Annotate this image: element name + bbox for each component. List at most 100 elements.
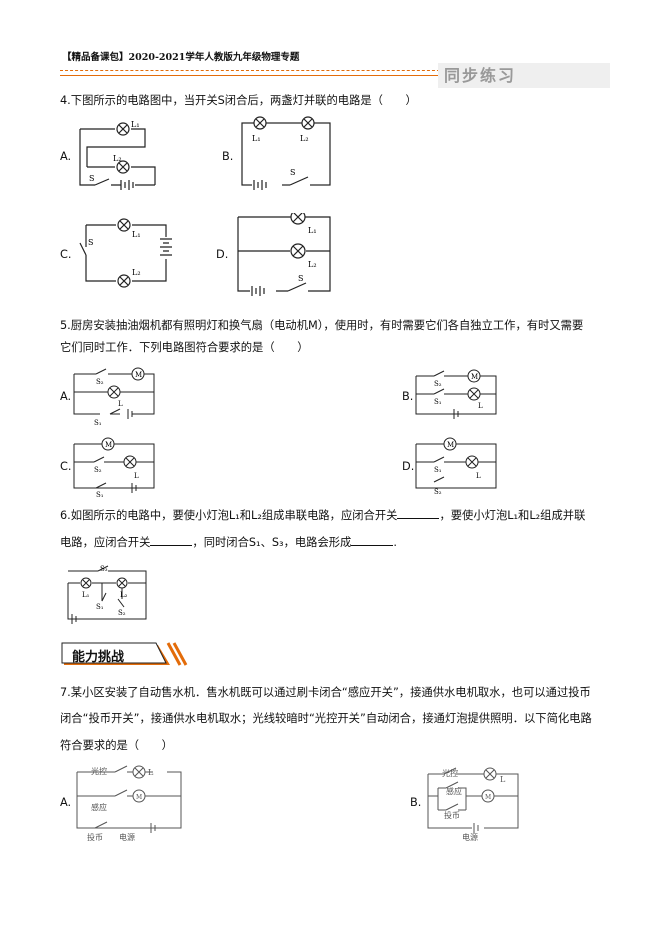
switch-icon <box>101 583 107 602</box>
svg-text:S₂: S₂ <box>118 609 126 617</box>
svg-text:S₂: S₂ <box>434 488 442 496</box>
svg-text:L₁: L₁ <box>82 591 90 599</box>
svg-text:L₁: L₁ <box>131 120 140 129</box>
svg-text:L: L <box>134 472 139 480</box>
lamp-icon <box>116 122 130 136</box>
battery-icon <box>131 483 137 493</box>
motor-icon <box>467 369 481 383</box>
q6-blank-1[interactable] <box>397 506 440 519</box>
svg-text:S₁: S₁ <box>434 398 442 406</box>
q6-line2: 电路，应闭合开关，同时闭合S₁、S₃，电路会形成. <box>60 530 397 556</box>
svg-text:L₂: L₂ <box>300 134 309 143</box>
q6-circuit: S₃ L₁ L₂ S₁ S₂ <box>67 565 147 624</box>
section-tag: 同步练习 <box>438 63 610 88</box>
svg-text:S: S <box>290 168 295 177</box>
switch-icon <box>94 821 108 829</box>
q7-line3: 符合要求的是（ ） <box>60 739 173 752</box>
lamp-icon <box>117 274 131 288</box>
switch-icon <box>114 765 128 773</box>
battery-icon <box>251 286 265 296</box>
switch-icon <box>114 789 128 797</box>
svg-text:L₁: L₁ <box>252 134 261 143</box>
switch-icon <box>287 282 307 292</box>
q7-line1: 7.某小区安装了自动售水机．售水机既可以通过刷卡闭合“感应开关”，接通供水电机取… <box>60 686 591 699</box>
svg-text:电源: 电源 <box>462 832 478 842</box>
battery-icon <box>120 180 134 190</box>
svg-text:L₂: L₂ <box>113 154 122 163</box>
switch-icon <box>433 370 445 395</box>
svg-text:L₁: L₁ <box>132 230 141 239</box>
q4-circuit-a: L₁ L₂ S <box>79 120 156 190</box>
svg-text:S₂: S₂ <box>434 380 442 388</box>
svg-text:M: M <box>485 794 491 801</box>
battery-icon <box>71 614 77 624</box>
svg-text:L₂: L₂ <box>120 591 128 599</box>
q6-blank-2[interactable] <box>150 533 193 546</box>
svg-text:S₁: S₁ <box>96 603 104 611</box>
section-title: 能力挑战 <box>72 650 125 665</box>
q4-option-d: D. <box>216 248 229 261</box>
svg-text:S₂: S₂ <box>96 378 104 386</box>
section-banner <box>61 642 188 666</box>
svg-text:投币: 投币 <box>444 810 460 820</box>
svg-text:S₁: S₁ <box>94 419 102 426</box>
svg-text:L: L <box>476 472 481 480</box>
battery-icon <box>127 409 133 419</box>
motor-icon <box>101 437 115 451</box>
q5-line2: 它们同时工作．下列电路图符合要求的是（ ） <box>60 341 309 354</box>
q6-blank-3[interactable] <box>351 533 394 546</box>
svg-text:L: L <box>148 768 154 777</box>
q5-circuit-d: M S₁ L S₂ <box>415 437 497 496</box>
q4-option-a: A. <box>60 150 72 163</box>
q4-circuit-b: L₁ L₂ S <box>241 116 331 191</box>
switch-icon <box>97 565 109 572</box>
q4-circuit-c: L₁ L₂ S <box>79 218 172 288</box>
q4-circuit-d: L₁ L₂ S <box>237 213 331 297</box>
q7-option-b: B. <box>410 796 422 809</box>
svg-text:感应: 感应 <box>446 786 462 796</box>
battery-icon <box>453 409 459 419</box>
switch-icon <box>445 803 459 811</box>
svg-text:M: M <box>136 794 142 801</box>
battery-icon <box>473 823 479 833</box>
svg-text:S: S <box>88 238 93 247</box>
svg-text:光控: 光控 <box>442 768 458 778</box>
q4-option-c: C. <box>60 248 72 261</box>
svg-text:S: S <box>298 274 303 283</box>
q7-circuit-b: 光控 L 感应 M 投币 电源 <box>427 767 519 842</box>
q5-option-c: C. <box>60 460 72 473</box>
q4-stem: 4.下图所示的电路图中，当开关S闭合后，两盏灯并联的电路是（ ） <box>60 94 417 107</box>
switch-icon <box>445 781 459 789</box>
svg-text:S₂: S₂ <box>94 466 102 474</box>
switch-icon <box>433 476 445 483</box>
switch-icon <box>79 242 87 256</box>
switch-icon <box>94 178 110 186</box>
svg-text:L: L <box>500 775 506 784</box>
q4-option-b: B. <box>222 150 234 163</box>
svg-text:L₂: L₂ <box>308 260 317 269</box>
switch-icon <box>443 767 457 775</box>
svg-text:L: L <box>478 402 483 410</box>
battery-icon <box>160 238 172 256</box>
svg-text:S₁: S₁ <box>434 466 442 474</box>
header-divider <box>60 70 445 71</box>
svg-text:L: L <box>118 400 123 408</box>
battery-icon <box>253 180 267 190</box>
svg-text:S₃: S₃ <box>100 565 108 573</box>
svg-text:M: M <box>447 441 454 449</box>
motor-icon <box>481 789 495 803</box>
q6-line1: 6.如图所示的电路中，要使小灯泡L₁和L₂组成串联电路，应闭合开关，要使小灯泡L… <box>60 503 585 529</box>
switch-icon <box>117 598 125 608</box>
switch-icon <box>289 176 309 186</box>
q5-option-d: D. <box>402 460 415 473</box>
q5-option-a: A. <box>60 390 72 403</box>
svg-text:投币: 投币 <box>87 832 103 842</box>
q7-circuit-a: 光控 L 感应 M 投币 电源 <box>76 765 182 842</box>
switch-icon <box>95 482 107 489</box>
motor-icon <box>131 367 145 381</box>
q7-option-a: A. <box>60 796 72 809</box>
header-divider-solid <box>60 75 445 76</box>
lamp-icon <box>117 218 131 232</box>
q5-line1: 5.厨房安装抽油烟机都有照明灯和换气扇（电动机M），使用时，有时需要它们各自独立… <box>60 319 584 332</box>
svg-text:M: M <box>135 371 142 379</box>
